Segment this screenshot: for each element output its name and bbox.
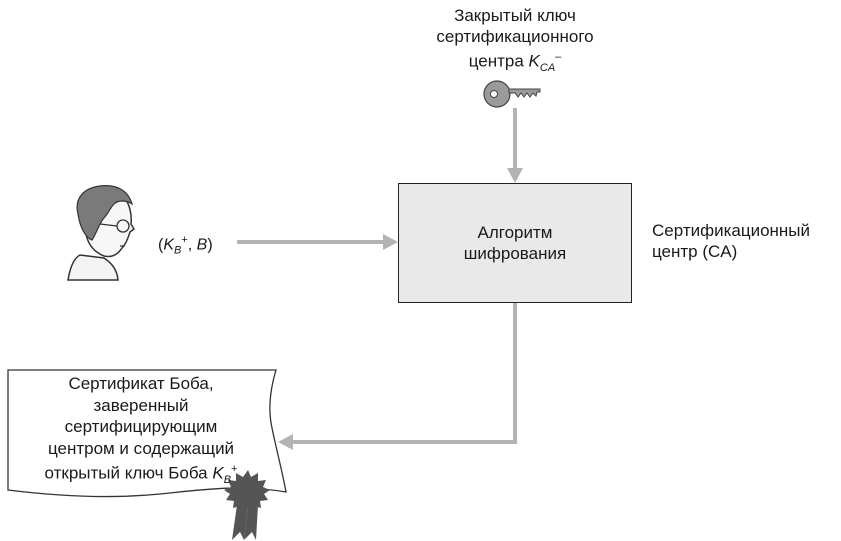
key-label-line-2: сертификационного	[436, 27, 594, 46]
cert-line-2: заверенный	[93, 395, 189, 415]
input-key-symbol: K	[163, 236, 174, 254]
close-paren: )	[207, 236, 213, 254]
key-superscript: –	[555, 51, 562, 63]
input-identity: B	[196, 236, 208, 254]
cert-line-4: центром и содержащий	[47, 438, 235, 458]
key-label-prefix: центра	[468, 51, 529, 71]
certificate-text: Сертификат Боба, заверенный сертифицирую…	[10, 373, 272, 492]
cert-line-1: Сертификат Боба,	[68, 374, 214, 393]
cert-key-subscript: B	[223, 474, 232, 487]
key-label-line-3: центра KCA–	[410, 47, 620, 79]
encryption-algorithm-box: Алгоритм шифрования	[398, 183, 632, 303]
key-label-line-1: Закрытый ключ	[454, 6, 576, 25]
algorithm-line-1: Алгоритм	[477, 223, 553, 242]
seal-icon	[224, 470, 270, 540]
ca-label-line-2: центр (CA)	[652, 242, 738, 261]
cert-line-5-prefix: открытый ключ Боба	[44, 463, 213, 483]
private-key-label: Закрытый ключ сертификационного центра K…	[410, 5, 620, 79]
key-subscript: CA	[539, 62, 556, 75]
input-separator: ,	[187, 236, 197, 254]
key-icon	[483, 80, 541, 108]
input-key-superscript: +	[181, 234, 188, 246]
certification-authority-label: Сертификационный центр (CA)	[652, 220, 841, 262]
ca-label-line-1: Сертификационный	[652, 221, 811, 240]
input-key-subscript: B	[174, 244, 182, 257]
cert-line-3: сертифицирующим	[64, 417, 218, 436]
open-paren: (	[158, 236, 164, 254]
algorithm-line-2: шифрования	[463, 244, 567, 263]
public-key-identity-label: (KB+, B)	[158, 230, 213, 262]
cert-key-superscript: +	[231, 463, 238, 475]
cert-line-5: открытый ключ Боба KB+	[10, 459, 272, 492]
person-icon	[67, 185, 135, 281]
arrow-box-to-certificate	[278, 303, 517, 450]
arrow-key-to-box	[507, 108, 523, 183]
arrow-person-to-box	[237, 234, 398, 250]
cert-key-symbol: K	[212, 463, 224, 483]
key-symbol: K	[528, 51, 540, 71]
